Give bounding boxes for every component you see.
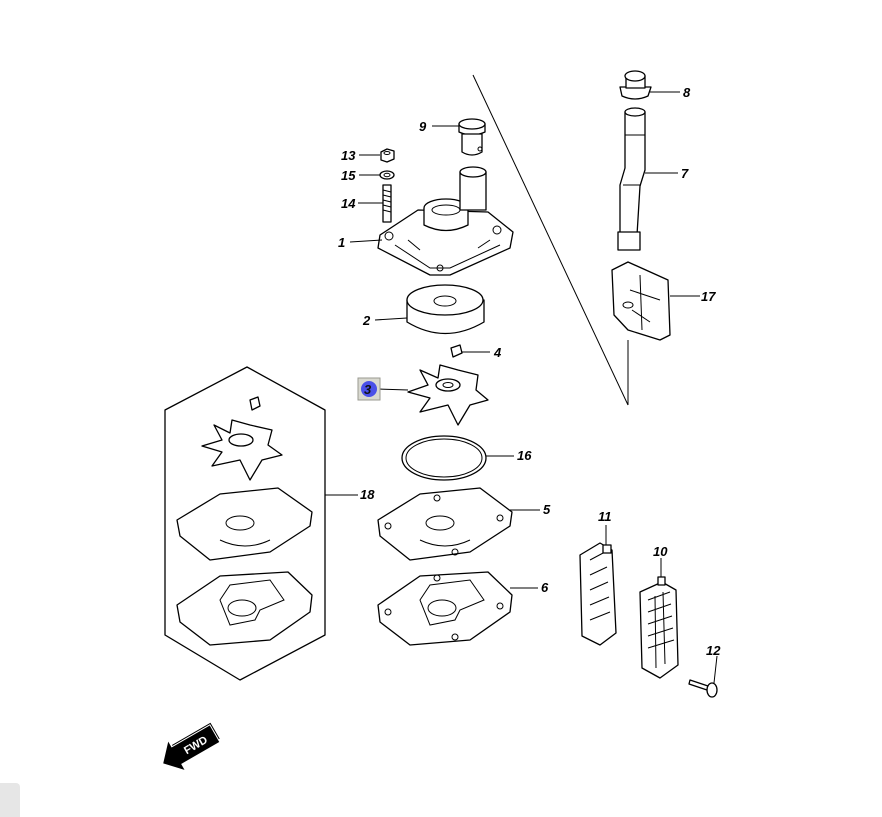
part-4-key[interactable] bbox=[450, 344, 463, 358]
part-5-gasket[interactable] bbox=[377, 487, 513, 561]
callout-6[interactable]: 6 bbox=[541, 580, 549, 595]
callout-7[interactable]: 7 bbox=[681, 166, 689, 181]
callout-15[interactable]: 15 bbox=[341, 168, 356, 183]
part-18-repair-kit[interactable] bbox=[164, 366, 326, 681]
callout-2[interactable]: 2 bbox=[362, 313, 371, 328]
part-1-pump-case[interactable] bbox=[377, 166, 514, 276]
callout-12[interactable]: 12 bbox=[706, 643, 721, 658]
part-8-cap[interactable] bbox=[619, 70, 652, 100]
callout-18[interactable]: 18 bbox=[360, 487, 375, 502]
part-11-strainer[interactable] bbox=[579, 542, 617, 646]
part-16-o-ring[interactable] bbox=[401, 435, 487, 481]
callout-11[interactable]: 11 bbox=[598, 509, 612, 524]
part-15-washer[interactable] bbox=[379, 170, 395, 180]
part-9-grommet[interactable] bbox=[458, 118, 486, 156]
group-bracket-line bbox=[472, 74, 629, 406]
part-10-screen[interactable] bbox=[639, 576, 679, 679]
part-12-screw[interactable] bbox=[688, 679, 718, 698]
part-3-impeller[interactable] bbox=[407, 364, 489, 426]
part-17-seal[interactable] bbox=[611, 261, 671, 341]
callout-1[interactable]: 1 bbox=[338, 235, 345, 250]
callout-9[interactable]: 9 bbox=[419, 119, 427, 134]
callout-16[interactable]: 16 bbox=[517, 448, 532, 463]
callout-4[interactable]: 4 bbox=[493, 345, 502, 360]
part-14-stud[interactable] bbox=[382, 184, 392, 223]
callout-10[interactable]: 10 bbox=[653, 544, 668, 559]
callout-14[interactable]: 14 bbox=[341, 196, 356, 211]
highlight-marker[interactable] bbox=[357, 377, 381, 401]
fwd-arrow-icon: FWD bbox=[163, 722, 220, 770]
leader-lines bbox=[325, 91, 718, 684]
part-2-insert-cartridge[interactable] bbox=[406, 284, 485, 335]
side-panel-tab[interactable] bbox=[0, 783, 20, 817]
callout-5[interactable]: 5 bbox=[543, 502, 551, 517]
part-7-water-tube[interactable] bbox=[617, 107, 646, 251]
callout-8[interactable]: 8 bbox=[683, 85, 691, 100]
part-6-outer-plate[interactable] bbox=[377, 571, 513, 646]
callout-17[interactable]: 17 bbox=[701, 289, 716, 304]
callout-3[interactable]: 3 bbox=[364, 382, 372, 397]
part-13-nut[interactable] bbox=[380, 148, 395, 163]
callout-labels: 1 2 3 4 5 6 7 8 9 10 11 12 13 14 15 16 1… bbox=[338, 85, 721, 658]
callout-13[interactable]: 13 bbox=[341, 148, 356, 163]
